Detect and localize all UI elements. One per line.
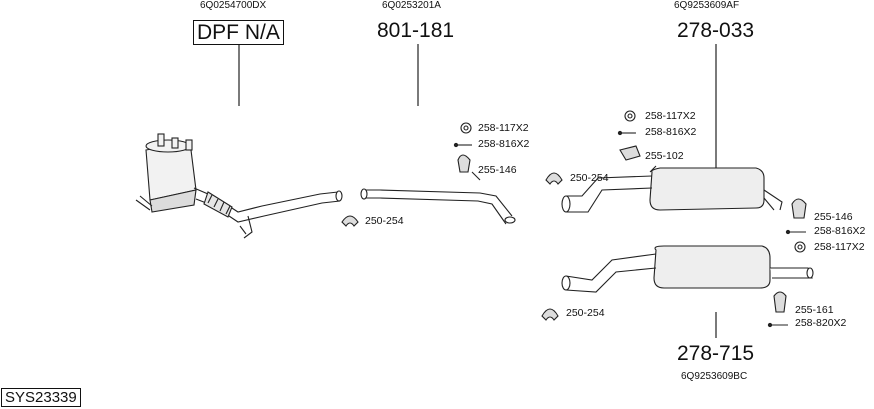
system-id-label: SYS23339 (1, 388, 81, 407)
bolt-icon (453, 142, 472, 148)
dpf-oem-number: 6Q0254700DX (200, 0, 267, 11)
rear-hanger-label[interactable]: 255-161 (795, 304, 834, 316)
front-pipe-shape (360, 188, 516, 225)
middle-silencer-oem-number: 6Q9253609AF (674, 0, 740, 11)
rear-bolt-label[interactable]: 258-820X2 (795, 317, 847, 329)
right-hanger-label[interactable]: 255-146 (814, 211, 853, 223)
right-bolt-label[interactable]: 258-816X2 (814, 225, 866, 237)
rubber-hanger-icon (457, 154, 471, 173)
bolt-icon (785, 229, 806, 235)
rear-silencer-oem-number: 6Q9253609BC (681, 371, 748, 382)
mid-bracket-label[interactable]: 255-102 (645, 150, 684, 162)
gasket-ring-icon (624, 110, 636, 122)
gasket-ring-icon (460, 122, 472, 134)
dpf-part-code[interactable]: DPF N/A (193, 20, 284, 45)
mid-ring-label[interactable]: 258-117X2 (645, 110, 696, 122)
bolt-icon (617, 130, 636, 136)
bracket-icon (619, 145, 641, 161)
rubber-hanger-icon (791, 198, 807, 219)
rear-silencer-part-code[interactable]: 278-715 (677, 342, 755, 365)
clamp-icon (545, 172, 563, 185)
front-pipe-oem-number: 6Q0253201A (382, 0, 441, 11)
clamp-icon (341, 215, 359, 227)
front-clamp-label[interactable]: 250-254 (365, 215, 404, 227)
rear-clamp-label[interactable]: 250-254 (566, 307, 605, 319)
front-pipe-part-code[interactable]: 801-181 (377, 19, 455, 42)
mid-clamp-label[interactable]: 250-254 (570, 172, 609, 184)
gasket-ring-icon (794, 241, 806, 253)
rubber-hanger-icon (773, 291, 787, 313)
dpf-outlet-pipe (193, 187, 343, 239)
mid-bolt-label[interactable]: 258-816X2 (645, 126, 697, 138)
front-ring-label[interactable]: 258-117X2 (478, 122, 529, 134)
dpf-unit-shape (135, 133, 197, 213)
front-bolt-label[interactable]: 258-816X2 (478, 138, 530, 150)
right-ring-label[interactable]: 258-117X2 (814, 241, 865, 253)
rear-silencer-shape (561, 245, 814, 293)
middle-silencer-shape (561, 165, 783, 213)
clamp-icon (541, 308, 559, 321)
bolt-icon (767, 322, 788, 328)
front-hanger-label[interactable]: 255-146 (478, 164, 517, 176)
middle-silencer-part-code[interactable]: 278-033 (677, 19, 755, 42)
